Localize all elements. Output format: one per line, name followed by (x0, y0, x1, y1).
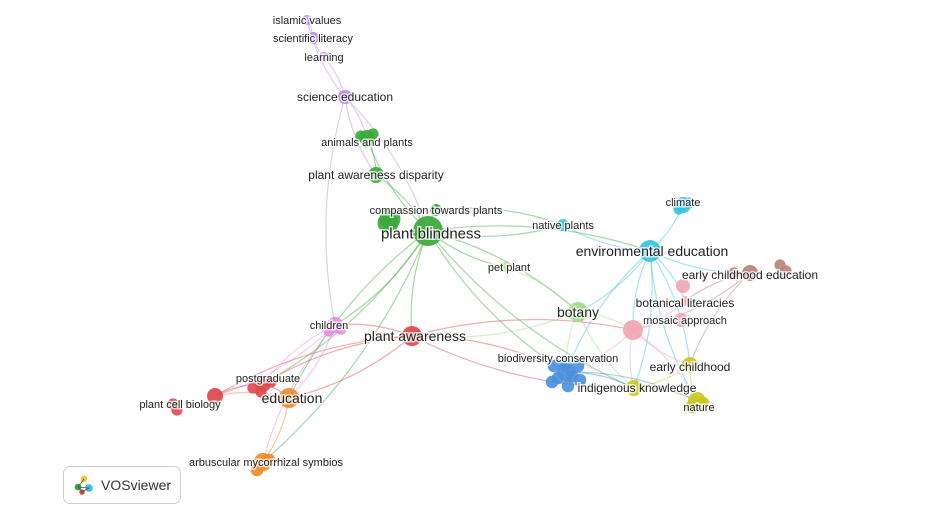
node-label-postgraduate: postgraduate (236, 373, 300, 385)
node-arbuscular-mycorrhizal[interactable] (254, 453, 272, 471)
node-climate[interactable] (675, 197, 691, 213)
node-biodiversity-conservation-sub[interactable] (561, 379, 575, 393)
node-label-plant-cell-biology: plant cell biology (139, 399, 221, 411)
node-plant-awareness-disparity[interactable] (368, 167, 384, 183)
node-label-botanical-literacies: botanical literacies (636, 296, 735, 310)
edge-education-arbuscular-mycorrhizal (262, 397, 290, 463)
node-islamic-values[interactable] (302, 15, 312, 25)
node-indigenous-knowledge[interactable] (626, 380, 642, 396)
edge-plant-blindness-environmental-education (427, 225, 651, 252)
label-layer: islamic values scientific literacy learnin… (138, 13, 820, 470)
node-label-education: education (262, 390, 323, 406)
node-learning[interactable] (319, 52, 329, 62)
node-mosaic-approach[interactable] (623, 320, 643, 340)
node-mosaic-approach-sub[interactable] (674, 313, 688, 327)
node-early-childhood[interactable] (682, 357, 698, 373)
edge-plant-blindness-plant-awareness (410, 230, 429, 337)
node-plant-cell-biology[interactable] (207, 388, 223, 404)
node-nature[interactable] (688, 392, 706, 410)
vosviewer-logo-icon (74, 475, 93, 495)
node-label-compassion-towards-plants: compassion towards plants (370, 205, 503, 217)
node-label-nature: nature (683, 402, 714, 414)
edge-plant-blindness-biodiversity-conservation (427, 230, 567, 373)
edge-plant-blindness-arbuscular-mycorrhizal (262, 230, 429, 463)
node-education[interactable] (279, 388, 299, 408)
edge-compassion-towards-plants-native-plants (435, 207, 564, 226)
edge-science-education-plant-blindness (344, 96, 429, 232)
node-early-childhood-education-sub[interactable] (728, 267, 740, 279)
node-label-scientific-literacy: scientific literacy (273, 33, 354, 45)
edge-biodiversity-conservation-nature (565, 371, 698, 402)
node-label-science-education: science education (297, 90, 393, 104)
edge-plant-blindness-postgraduate (262, 230, 429, 385)
node-label-plant-blindness: plant blindness (381, 225, 481, 242)
edge-environmental-education-early-childhood (649, 250, 691, 366)
edge-early-childhood-education-early-childhood (689, 272, 751, 366)
node-label-indigenous-knowledge: indigenous knowledge (578, 381, 697, 395)
edge-environmental-education-biodiversity-conservation (565, 250, 651, 373)
vosviewer-badge[interactable]: VOSviewer (63, 466, 181, 504)
node-science-education[interactable] (338, 90, 352, 104)
node-plant-cell-biology-sub[interactable] (171, 404, 183, 416)
node-label-plant-awareness: plant awareness (364, 328, 466, 344)
node-scientific-literacy[interactable] (307, 32, 319, 44)
edge-plant-awareness-mosaic-approach (411, 318, 634, 337)
node-plant-blindness[interactable] (413, 216, 443, 246)
node-botany[interactable] (568, 302, 588, 322)
node-children[interactable] (327, 317, 343, 333)
node-early-childhood-education-sub[interactable] (780, 265, 792, 277)
node-label-plant-awareness-disparity: plant awareness disparity (308, 168, 443, 182)
node-environmental-education[interactable] (639, 240, 661, 262)
node-label-environmental-education: environmental education (576, 243, 729, 259)
node-label-arbuscular-mycorrhizal: arbuscular mycorrhizal symbios (189, 457, 344, 469)
edge-plant-blindness-native-plants (427, 224, 564, 237)
node-early-childhood-education[interactable] (742, 265, 758, 281)
edge-plant-blindness-botany (427, 230, 579, 313)
node-label-islamic-values: islamic values (273, 15, 342, 27)
node-compassion-towards-plants[interactable] (430, 204, 442, 216)
edge-botany-plant-awareness (411, 311, 579, 339)
edge-plant-awareness-education (288, 335, 413, 399)
edge-plant-awareness-indigenous-knowledge (411, 335, 635, 389)
node-animals-and-plants[interactable] (359, 130, 375, 146)
node-biodiversity-conservation-sub[interactable] (547, 359, 561, 373)
node-mosaic-approach-sub[interactable] (676, 279, 690, 293)
edge-plant-blindness-indigenous-knowledge (427, 230, 635, 389)
node-botanical-literacies[interactable] (680, 296, 690, 306)
edge-plant-awareness-plant-cell-biology (214, 335, 413, 397)
node-label-early-childhood-education: early childhood education (682, 268, 818, 282)
node-label-learning: learning (304, 52, 343, 64)
node-label-animals-and-plants: animals and plants (321, 137, 413, 149)
node-plant-blindness-sub[interactable] (377, 212, 399, 234)
node-plant-awareness[interactable] (402, 326, 422, 346)
edge-early-childhood-education-mosaic-approach (632, 272, 751, 331)
edge-children-plant-cell-biology (214, 324, 336, 397)
edge-science-education-children (325, 96, 346, 326)
node-pet-plant[interactable] (500, 262, 510, 272)
node-native-plants[interactable] (557, 219, 569, 231)
node-biodiversity-conservation-sub[interactable] (573, 373, 587, 387)
edge-plant-blindness-children (334, 230, 429, 326)
node-label-early-childhood: early childhood (650, 360, 731, 374)
node-biodiversity-conservation[interactable] (557, 363, 575, 381)
node-postgraduate[interactable] (255, 376, 271, 392)
node-biodiversity-conservation-sub[interactable] (571, 359, 585, 373)
edge-environmental-education-nature (649, 250, 698, 402)
edge-environmental-education-indigenous-knowledge (633, 250, 653, 389)
node-label-climate: climate (666, 197, 701, 209)
node-biodiversity-conservation-sub[interactable] (545, 375, 559, 389)
node-label-native-plants: native plants (532, 220, 594, 232)
node-label-botany: botany (557, 304, 599, 320)
node-label-children: children (310, 320, 349, 332)
node-layer (167, 15, 792, 477)
edge-plant-blindness-education (288, 230, 429, 399)
brand-name: VOSviewer (101, 477, 172, 493)
node-label-biodiversity-conservation: biodiversity conservation (498, 353, 618, 365)
node-label-mosaic-approach: mosaic approach (643, 315, 727, 327)
edge-plant-awareness-postgraduate (262, 335, 413, 385)
node-label-pet-plant: pet plant (488, 262, 530, 274)
